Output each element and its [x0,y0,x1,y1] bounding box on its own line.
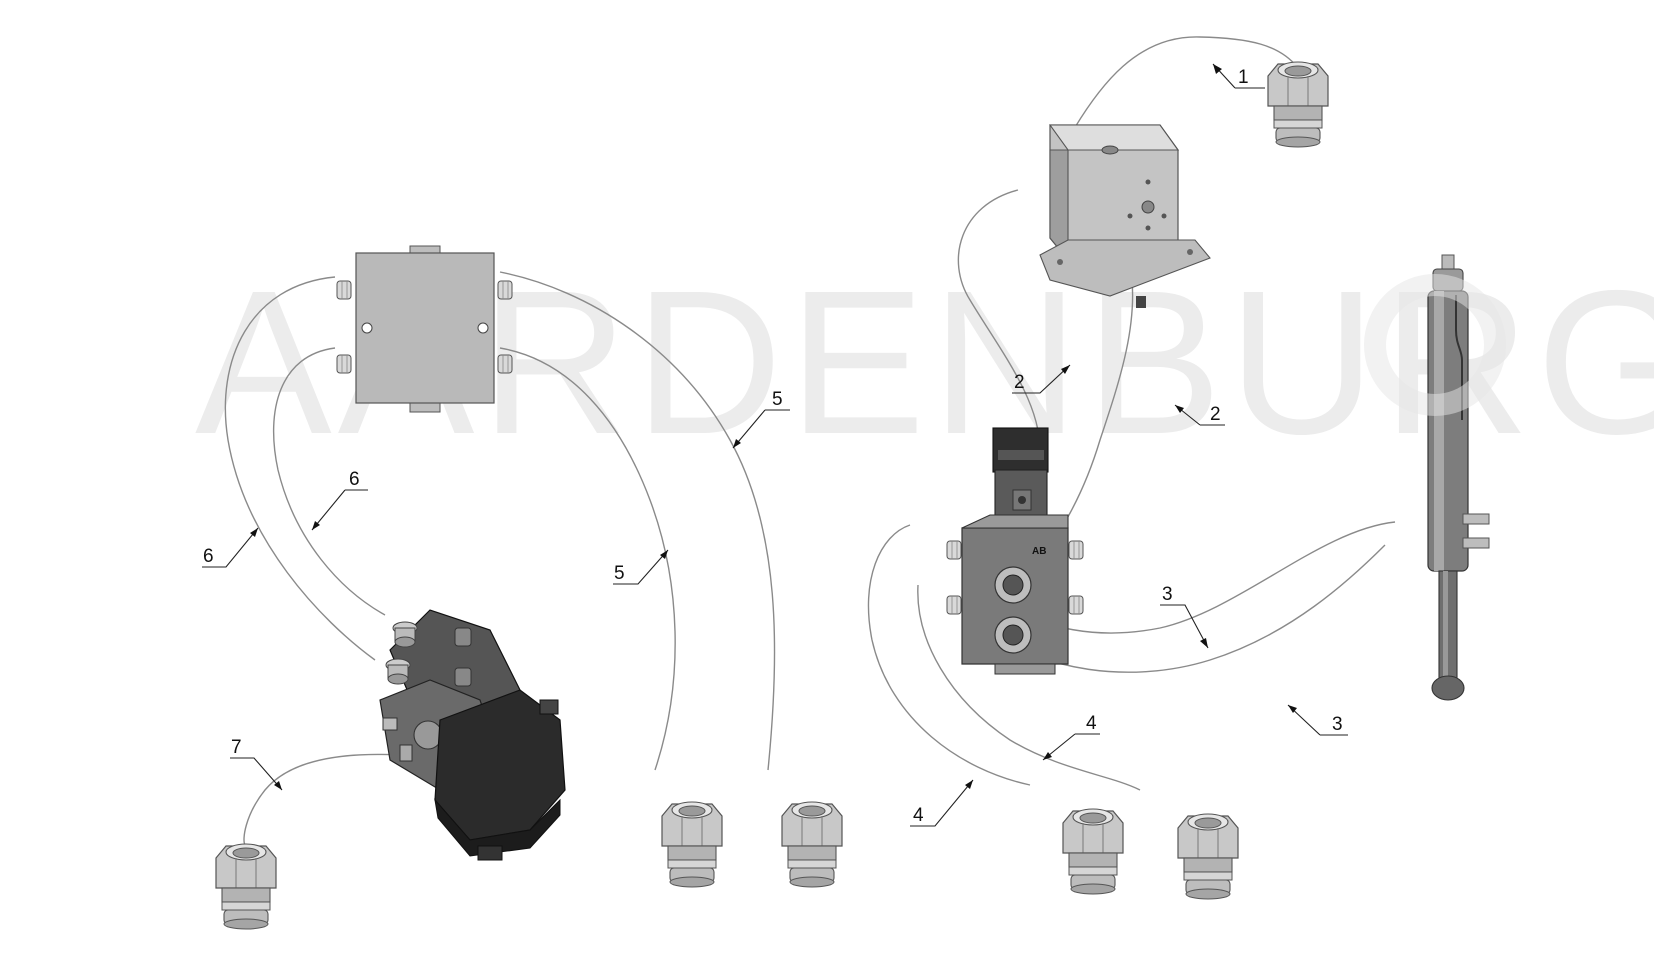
coupling-5-inner [661,801,723,888]
hose-1 [1061,36,1299,151]
hose-6-inner [272,347,386,616]
coupling-1 [1267,61,1329,148]
callouts: 1 2 2 3 3 4 4 [202,63,1348,827]
hose-7 [243,753,401,846]
label-5-lower: 5 [614,563,625,584]
label-6-right: 6 [349,469,360,490]
label-5-upper: 5 [772,389,783,410]
hose-5-outer [499,271,776,771]
coupling-5-outer [781,801,843,888]
label-3-lower: 3 [1332,714,1343,735]
coupling-4-inner [1177,813,1239,900]
hose-5-inner [499,347,676,771]
coupling-7 [215,843,277,930]
manifold-block [336,245,513,413]
hose-6-outer [224,276,376,661]
label-2-left: 2 [1014,372,1025,393]
pump-housing [1039,124,1211,308]
label-6-left: 6 [203,546,214,567]
label-4-lower: 4 [913,805,924,826]
gear-icon [1364,274,1506,416]
label-4-upper: 4 [1086,713,1097,734]
hoses [224,36,1396,846]
solenoid-valve: AB [946,427,1084,675]
hydraulic-motor [379,609,566,861]
label-3-upper: 3 [1162,584,1173,605]
hose-4-inner [917,584,1141,791]
label-7: 7 [231,737,242,758]
svg-text:AB: AB [1032,546,1046,557]
label-2-right: 2 [1210,404,1221,425]
coupling-4-outer [1062,808,1124,895]
label-1: 1 [1238,67,1249,88]
hose-4-outer [867,524,1031,786]
